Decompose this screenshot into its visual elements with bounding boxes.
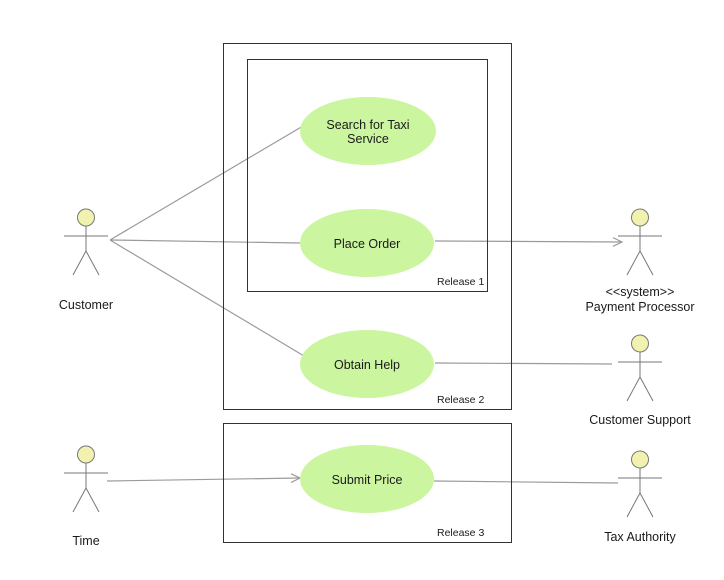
association-time-to-submit-price[interactable] xyxy=(106,477,301,482)
actor-customer-support-right-leg xyxy=(639,376,654,402)
usecase-submit-price-label: Submit Price xyxy=(332,473,403,487)
actor-tax-authority-head xyxy=(631,450,649,469)
usecase-submit-price[interactable]: Submit Price xyxy=(300,445,434,513)
usecase-search-taxi-label-line-1: Search for Taxi xyxy=(326,118,409,132)
actor-time-label: Time xyxy=(72,534,99,548)
actor-customer-support-left-leg xyxy=(626,376,641,402)
actor-customer-support-head xyxy=(631,334,649,353)
usecase-obtain-help[interactable]: Obtain Help xyxy=(300,330,434,398)
actor-payment-processor[interactable]: <<system>> Payment Processor xyxy=(585,208,695,314)
actor-tax-authority-left-leg xyxy=(626,492,641,518)
release-3-label: Release 3 xyxy=(437,527,484,539)
association-submit-price-to-tax-authority[interactable] xyxy=(433,480,619,484)
release-3-boundary[interactable] xyxy=(223,423,512,543)
actor-customer-label: Customer xyxy=(59,298,113,312)
actor-tax-authority-right-leg xyxy=(639,492,654,518)
actor-customer-support[interactable]: Customer Support xyxy=(589,334,691,427)
release-1-boundary[interactable] xyxy=(247,59,488,292)
actor-customer-right-leg xyxy=(85,250,100,276)
actor-time-head xyxy=(77,445,95,464)
actor-customer-left-leg xyxy=(72,250,87,276)
arrowhead-time-to-submit-price xyxy=(290,473,302,484)
release-2-label: Release 2 xyxy=(437,394,484,406)
usecase-search-taxi[interactable]: Search for Taxi Service xyxy=(300,97,436,165)
association-customer-to-place-order[interactable] xyxy=(109,239,301,244)
actor-payment-processor-stereotype: <<system>> xyxy=(606,285,675,299)
actor-customer-support-label: Customer Support xyxy=(589,413,691,427)
association-customer-to-search-taxi[interactable] xyxy=(109,125,304,241)
actor-time-left-leg xyxy=(72,487,87,513)
actor-payment-processor-right-leg xyxy=(639,250,654,276)
association-lines xyxy=(106,125,624,484)
actor-tax-authority[interactable]: Tax Authority xyxy=(604,450,677,544)
usecase-search-taxi-label-line-2: Service xyxy=(347,132,389,146)
actor-customer[interactable]: Customer xyxy=(59,208,113,312)
actor-payment-processor-label: Payment Processor xyxy=(585,300,694,314)
release-1-label: Release 1 xyxy=(437,276,484,288)
usecase-place-order[interactable]: Place Order xyxy=(300,209,434,277)
actor-payment-processor-left-leg xyxy=(626,250,641,276)
association-obtain-help-to-customer-support[interactable] xyxy=(434,362,613,365)
usecase-obtain-help-label: Obtain Help xyxy=(334,358,400,372)
association-place-order-to-payment-processor[interactable] xyxy=(434,240,623,243)
association-customer-to-obtain-help[interactable] xyxy=(109,239,305,357)
release-2-boundary[interactable] xyxy=(223,43,512,410)
actor-time[interactable]: Time xyxy=(64,445,108,548)
arrowhead-place-order-to-payment-processor xyxy=(612,237,624,247)
usecase-place-order-label: Place Order xyxy=(334,237,401,251)
actor-customer-head xyxy=(77,208,95,227)
actor-time-right-leg xyxy=(85,487,100,513)
actor-payment-processor-head xyxy=(631,208,649,227)
actor-tax-authority-label: Tax Authority xyxy=(604,530,676,544)
